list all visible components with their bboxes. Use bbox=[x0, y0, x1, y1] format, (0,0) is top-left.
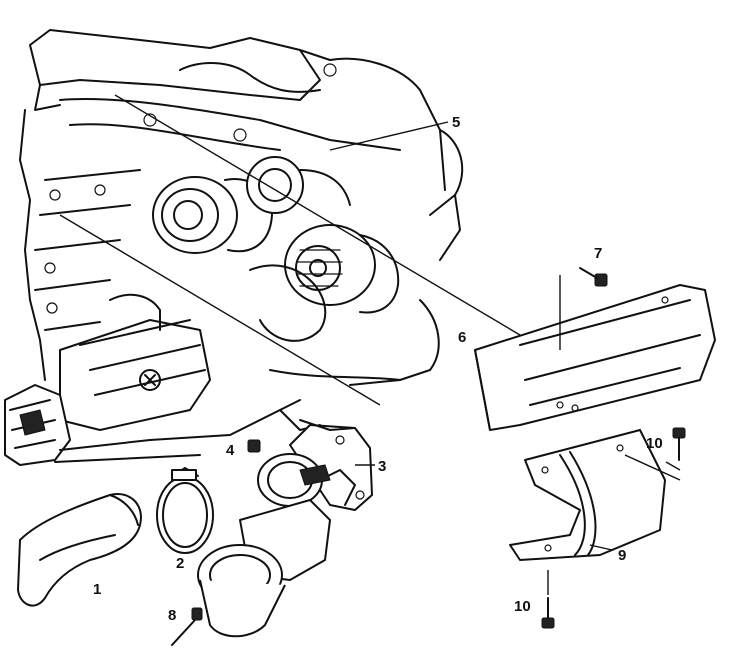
part-1-intake-hose bbox=[17, 493, 142, 607]
engine-assembly bbox=[4, 29, 464, 466]
callout-7: 7 bbox=[594, 245, 602, 262]
callout-8: 8 bbox=[168, 607, 176, 624]
part-4-nut bbox=[247, 439, 261, 453]
callout-1: 1 bbox=[93, 581, 101, 598]
part-10-screw-upper bbox=[624, 427, 686, 481]
callout-10-lower: 10 bbox=[514, 598, 531, 615]
part-6-heat-shield bbox=[474, 284, 716, 431]
part-9-bracket-shield bbox=[509, 429, 666, 561]
part-8-bolt bbox=[171, 607, 203, 646]
callout-9: 9 bbox=[618, 547, 626, 564]
actuator-valve bbox=[197, 464, 356, 638]
callout-10-upper: 10 bbox=[646, 435, 663, 452]
callout-4: 4 bbox=[226, 442, 235, 459]
callout-6: 6 bbox=[458, 329, 466, 346]
part-7-bolt bbox=[559, 267, 608, 350]
part-3-outlet-flange bbox=[257, 419, 373, 511]
leader-lines bbox=[59, 94, 613, 551]
part-10-screw-lower bbox=[541, 570, 555, 629]
callout-3: 3 bbox=[378, 458, 386, 475]
callout-5: 5 bbox=[452, 114, 460, 131]
part-2-hose-clamp bbox=[156, 467, 214, 554]
callout-2: 2 bbox=[176, 555, 184, 572]
